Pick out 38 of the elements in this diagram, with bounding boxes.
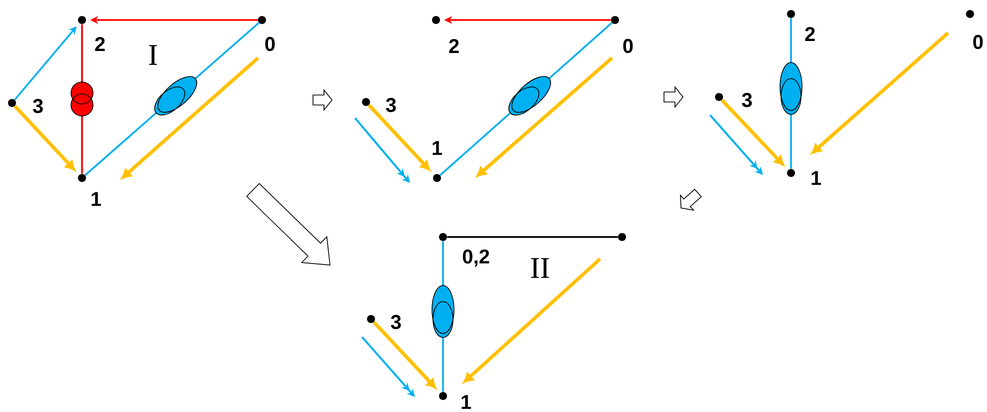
node-number: 3 bbox=[390, 314, 401, 330]
node-dot bbox=[966, 10, 974, 18]
node-number: 1 bbox=[432, 141, 442, 155]
roman-numeral: I bbox=[149, 45, 157, 65]
roman-numeral: II bbox=[531, 258, 549, 278]
node-dot bbox=[715, 93, 723, 101]
node-dot bbox=[618, 233, 626, 241]
node-dot bbox=[611, 16, 619, 24]
node-number: 0 bbox=[265, 36, 275, 52]
wire bbox=[720, 98, 784, 166]
node-dot bbox=[367, 315, 375, 323]
node-dot bbox=[439, 233, 447, 241]
node-dot bbox=[432, 16, 440, 24]
node-number: 2 bbox=[95, 37, 105, 51]
node-number: 0,2 bbox=[462, 249, 490, 267]
node-number: 2 bbox=[805, 27, 815, 41]
node-dot bbox=[362, 98, 370, 106]
node-number: 1 bbox=[92, 192, 101, 206]
node-dot bbox=[78, 16, 86, 24]
node-dot bbox=[78, 174, 86, 182]
node-number: 0 bbox=[973, 34, 983, 50]
node-number: 1 bbox=[812, 171, 822, 185]
node-dot bbox=[439, 392, 447, 400]
wire bbox=[447, 236, 618, 238]
node-number: 3 bbox=[742, 92, 752, 108]
node-dot bbox=[258, 16, 266, 24]
node-dot bbox=[433, 174, 441, 182]
wire bbox=[14, 104, 76, 170]
wire bbox=[372, 320, 436, 388]
node-number: 1 bbox=[462, 395, 472, 409]
node-dot bbox=[787, 169, 795, 177]
node-number: 0 bbox=[623, 38, 633, 54]
node-number: 2 bbox=[449, 39, 459, 53]
node-number: 3 bbox=[32, 98, 43, 114]
wire bbox=[368, 104, 430, 170]
node-dot bbox=[8, 99, 16, 107]
node-dot bbox=[787, 10, 795, 18]
node-number: 3 bbox=[386, 98, 396, 112]
